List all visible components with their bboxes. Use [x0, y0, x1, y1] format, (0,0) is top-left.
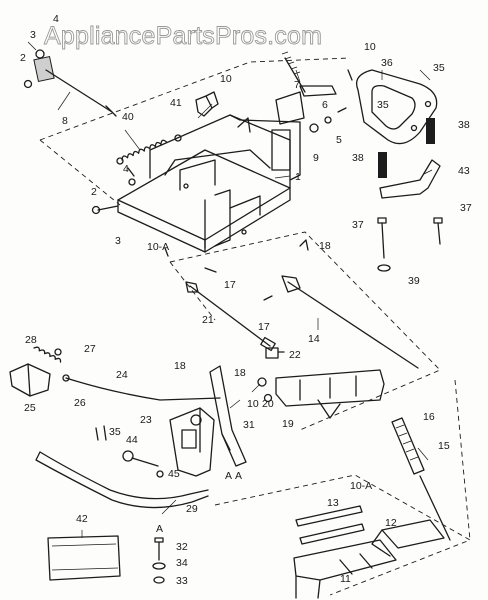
callout-label: 36 — [381, 57, 393, 69]
part-12-bracket — [371, 519, 445, 557]
part-15-rod — [419, 475, 451, 541]
callout-label: 35 — [109, 426, 121, 438]
part-36-seat-pan — [347, 69, 438, 145]
callout-label: 45 — [168, 468, 180, 480]
callout-label: 38 — [458, 119, 470, 131]
callout-label: 6 — [322, 99, 328, 111]
callout-label: 15 — [438, 440, 450, 452]
callout-label: 37 — [460, 202, 472, 214]
part-28-spring — [33, 346, 62, 363]
callout-label: 17 — [258, 321, 270, 333]
callout-label: 10 — [247, 398, 259, 410]
callout-label: 3 — [115, 235, 121, 247]
hardware-35-44-45 — [95, 425, 164, 478]
part-40-spring — [116, 134, 182, 165]
callout-label: 8 — [62, 115, 68, 127]
callout-label: 31 — [243, 419, 255, 431]
callout-label: 39 — [408, 275, 420, 287]
callout-label: 20 — [262, 398, 274, 410]
part-11-base — [293, 539, 397, 599]
callout-label: 4 — [53, 13, 59, 25]
callout-label: 27 — [84, 343, 96, 355]
callout-label: 10-A — [350, 480, 372, 492]
part-23-lever-bracket — [169, 407, 215, 477]
callout-label: 29 — [186, 503, 198, 515]
callout-label: A — [225, 470, 232, 482]
callout-label: 10-A — [147, 241, 169, 253]
callout-label: 43 — [458, 165, 470, 177]
callout-label: 24 — [116, 369, 128, 381]
part-14-shift-rod — [281, 275, 419, 369]
callout-label: 18 — [319, 240, 331, 252]
callout-label: 44 — [126, 434, 138, 446]
callout-label: 18 — [174, 360, 186, 372]
callout-label: 14 — [308, 333, 320, 345]
callout-label: 32 — [176, 541, 188, 553]
callout-label: 5 — [336, 134, 342, 146]
callout-label: 34 — [176, 557, 188, 569]
watermark-text: AppliancePartsPros.com — [44, 22, 322, 50]
part-29-curved-rod — [35, 451, 209, 509]
callout-label: 12 — [385, 517, 397, 529]
callout-label: 19 — [282, 418, 294, 430]
callout-label: 40 — [122, 111, 134, 123]
callout-label: 7 — [294, 79, 300, 91]
part-7-threaded-rod — [281, 51, 337, 97]
part-22-connector — [265, 347, 285, 359]
callout-label: 13 — [327, 497, 339, 509]
callout-label: 3 — [30, 29, 36, 41]
callout-label: 28 — [25, 334, 37, 346]
callout-label: 33 — [176, 575, 188, 587]
part-8-pivot-rod — [23, 41, 117, 117]
callout-label: A — [235, 470, 242, 482]
part-16-grip — [391, 417, 425, 475]
callout-label: 23 — [140, 414, 152, 426]
callout-label: 4 — [123, 163, 129, 175]
part-38-springs — [378, 118, 435, 178]
callout-label: 35 — [377, 99, 389, 111]
callout-labels: 4 3 2 8 10 41 40 4 2 3 10-A 10 7 6 5 9 1… — [20, 13, 472, 587]
callout-label: 2 — [91, 186, 97, 198]
callout-label: 9 — [313, 152, 319, 164]
callout-label: 38 — [352, 152, 364, 164]
part-43-seat-bracket — [379, 159, 441, 199]
callout-leaders — [57, 69, 433, 538]
hardware-9-6-5 — [91, 107, 347, 257]
callout-label: A — [156, 523, 163, 535]
callout-label: 21 — [202, 314, 214, 326]
callout-label: 11 — [340, 573, 351, 585]
callout-label: 22 — [289, 349, 301, 361]
dashed-assembly-outlines — [39, 57, 472, 596]
part-41-bracket — [195, 91, 219, 117]
part-19-shift-bracket — [257, 369, 385, 419]
callout-label: 41 — [170, 97, 182, 109]
part-25-bracket — [9, 363, 51, 397]
callout-label: 26 — [74, 397, 86, 409]
callout-label: 10 — [220, 73, 232, 85]
callout-label: 10 — [364, 41, 376, 53]
callout-label: 35 — [433, 62, 445, 74]
callout-label: 18 — [234, 367, 246, 379]
part-37-studs — [377, 217, 443, 272]
part-42-grip — [47, 535, 121, 581]
part-21-link-rod — [185, 239, 309, 352]
callout-label: 25 — [24, 402, 36, 414]
callout-label: 37 — [352, 219, 364, 231]
part-32-bolt — [152, 537, 166, 584]
callout-label: 2 — [20, 52, 26, 64]
callout-label: 16 — [423, 411, 435, 423]
part-31-lever — [209, 365, 247, 467]
part-13-bar — [295, 505, 365, 545]
part-24-rod — [54, 348, 221, 401]
callout-label: 1 — [295, 171, 301, 183]
callout-label: 17 — [224, 279, 236, 291]
callout-label: 42 — [76, 513, 88, 525]
part-1-main-frame — [117, 91, 305, 253]
